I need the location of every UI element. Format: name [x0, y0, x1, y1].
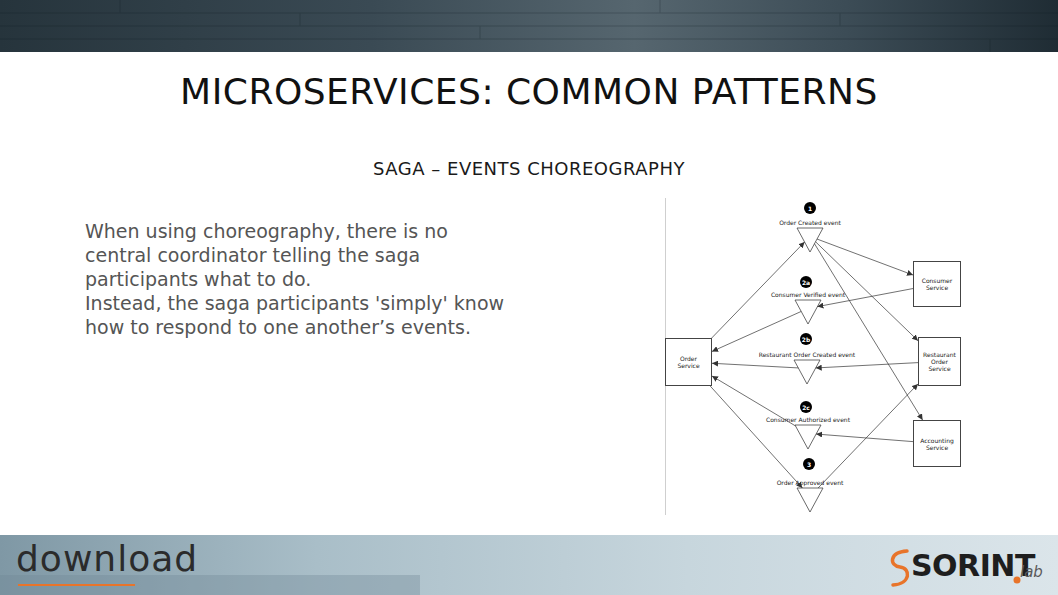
channel-triangle [797, 488, 823, 512]
channel-triangle [794, 360, 820, 384]
channel-triangle [795, 300, 821, 324]
callout-number: 3 [803, 458, 815, 470]
event-channel: Order Created event [797, 228, 823, 252]
event-name: Restaurant Order Created event [759, 351, 855, 358]
event-name: Order Approved event [777, 479, 844, 486]
channel-triangle [795, 300, 821, 324]
service-box: Restaurant Order Service [918, 337, 961, 386]
service-name: Order Service [670, 355, 707, 369]
callout-number: 2c [800, 401, 812, 413]
event-flow-arrow [816, 434, 913, 442]
channel-triangle [795, 425, 821, 449]
slide-title: MICROSERVICES: COMMON PATTERNS [0, 71, 1058, 112]
event-flow-arrow [817, 239, 913, 275]
channel-triangle [795, 425, 821, 449]
top-banner [0, 0, 1058, 52]
banner-texture [0, 0, 1058, 52]
service-name: Consumer Service [918, 277, 956, 291]
service-name: Accounting Service [918, 437, 956, 451]
logo-underline [18, 584, 135, 586]
callout-number: 1 [804, 202, 816, 214]
channel-triangle [797, 228, 823, 252]
service-box: Order Service [665, 338, 712, 386]
service-name: Restaurant Order Service [923, 351, 956, 372]
bottom-banner [0, 535, 1058, 595]
logo-text: lab [1020, 563, 1043, 581]
event-flow-arrow [814, 244, 922, 420]
event-flow-arrow [712, 242, 805, 338]
event-flow-arrow [710, 386, 802, 488]
channel-triangle [794, 360, 820, 384]
callout-number: 2b [800, 333, 812, 345]
logo-text: SORINT [911, 548, 1035, 583]
service-box: Accounting Service [913, 420, 961, 467]
event-channel: Restaurant Order Created event [794, 360, 820, 384]
logo-text: download [16, 538, 198, 579]
subtitle: SAGA – EVENTS CHOREOGRAPHY [0, 158, 1058, 179]
event-channel: Order Approved event [797, 488, 823, 512]
body-text: Instead, the saga participants 'simply' … [85, 291, 505, 339]
event-channel: Consumer Verified event [795, 300, 821, 324]
event-name: Consumer Authorized event [766, 416, 850, 423]
channel-triangle [797, 228, 823, 252]
logo-icon [892, 551, 907, 585]
event-channel: Consumer Authorized event [795, 425, 821, 449]
channel-triangle [797, 488, 823, 512]
event-flow-arrow [712, 363, 798, 368]
event-flow-arrow [712, 311, 801, 351]
event-flow-arrow [818, 384, 918, 488]
body-text: When using choreography, there is no cen… [85, 219, 505, 291]
event-name: Consumer Verified event [771, 291, 845, 298]
event-flow-arrow [816, 363, 918, 368]
event-name: Order Created event [779, 219, 841, 226]
service-box: Consumer Service [913, 261, 961, 307]
callout-number: 2a [800, 276, 812, 288]
